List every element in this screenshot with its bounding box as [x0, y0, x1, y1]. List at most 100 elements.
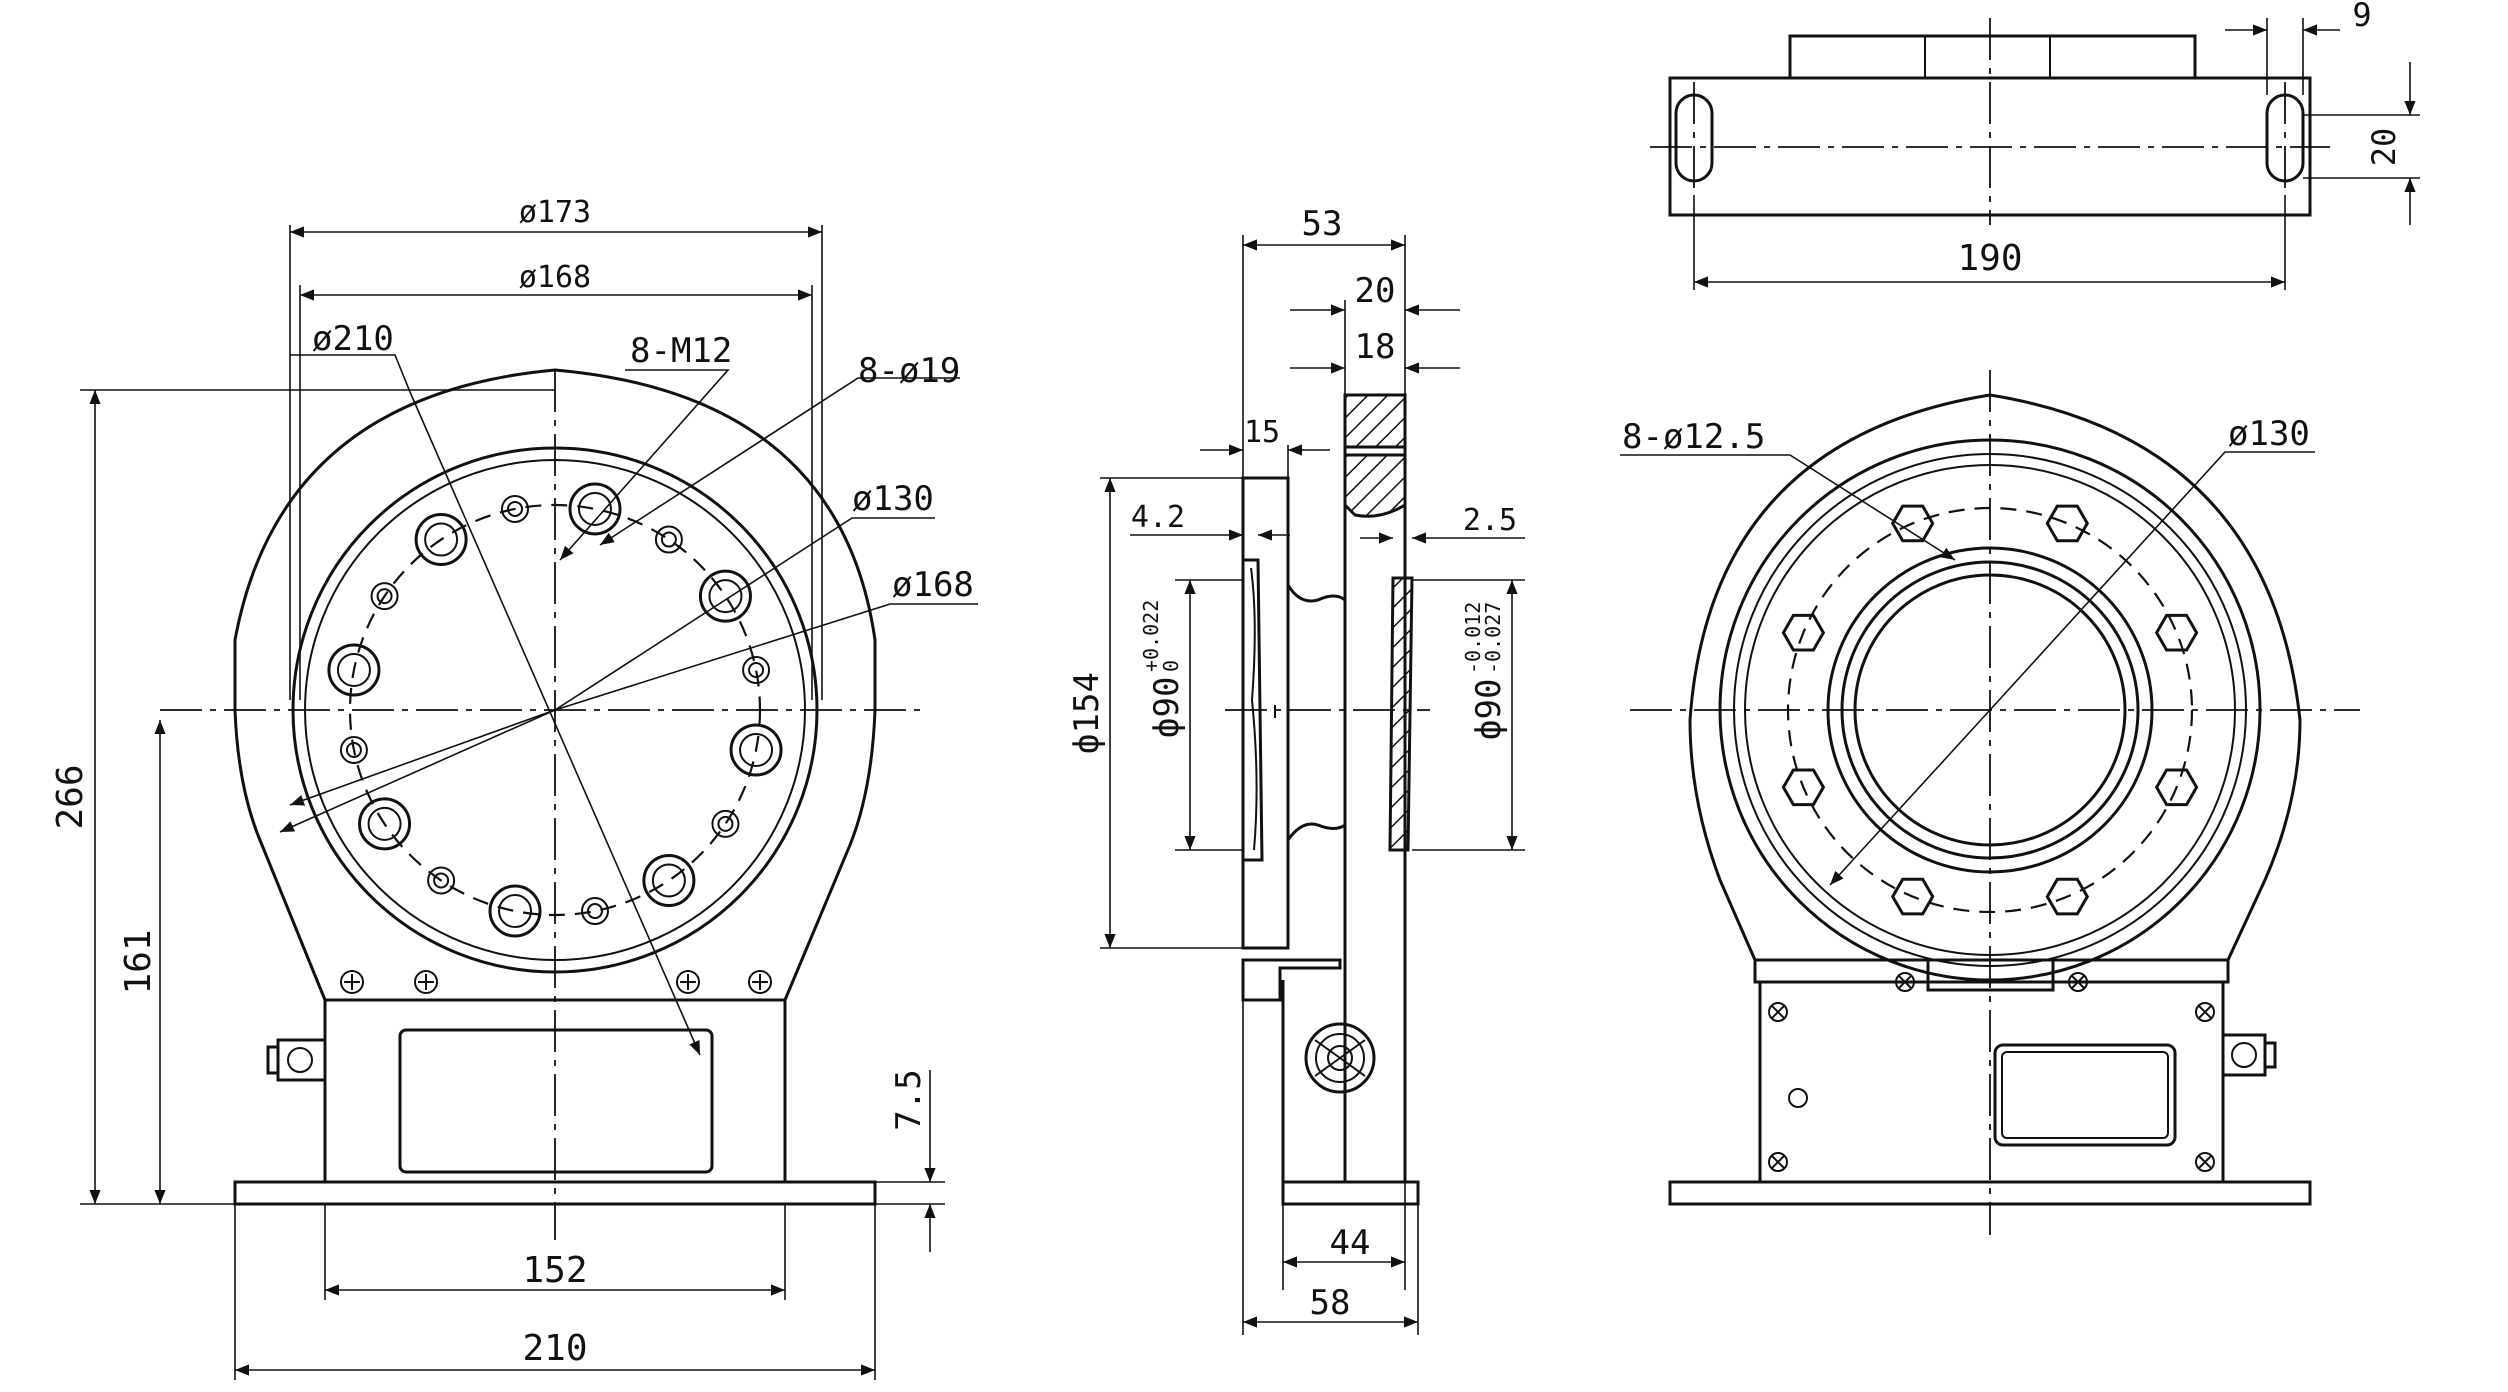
top-dim-190: 190 — [1957, 238, 2022, 279]
section-tol-left-lower: 0 — [1159, 660, 1183, 672]
rear-view: 8-ø12.5 ø130 — [1620, 370, 2360, 1235]
front-dim-210: 210 — [522, 1328, 587, 1369]
section-bolt-nut — [1304, 1022, 1376, 1094]
bolt-hole-large — [488, 884, 542, 938]
section-hatch-top-1 — [1343, 393, 1407, 449]
bolt-hole-large-inner — [577, 491, 612, 526]
front-base-screws — [340, 970, 772, 994]
rear-base-screws — [1768, 972, 2215, 1172]
front-dim-8m12: 8-M12 — [630, 331, 732, 371]
rear-base-window — [1993, 1043, 2177, 1147]
section-dim-18: 18 — [1355, 327, 1396, 367]
top-dim-9: 9 — [2352, 0, 2371, 34]
section-left-plate — [1241, 476, 1290, 950]
svg-text:ф90: ф90 — [1469, 679, 1509, 740]
bolt-hole-large — [327, 643, 381, 697]
section-dim-2-5: 2.5 — [1463, 503, 1517, 538]
bolt-hole-large-inner — [367, 806, 402, 841]
thread-hole-m12 — [370, 582, 399, 611]
section-dim-15: 15 — [1244, 415, 1280, 450]
bolt-hole-large — [729, 723, 783, 777]
section-foot — [1281, 1180, 1420, 1206]
top-connector — [1788, 34, 2197, 80]
top-view: 9 20 190 — [1650, 0, 2420, 290]
rear-bolt-hole — [1890, 877, 1935, 916]
top-connector-middle — [1924, 35, 2051, 79]
thread-hole-m12-inner — [345, 741, 362, 758]
front-dim-152: 152 — [522, 1250, 587, 1291]
thread-hole-m12-inner — [717, 815, 734, 832]
thread-hole-m12 — [580, 897, 609, 926]
thread-hole-m12-inner — [748, 662, 765, 679]
thread-hole-m12-inner — [507, 500, 524, 517]
thread-hole-m12 — [427, 866, 456, 895]
thread-hole-m12 — [501, 494, 530, 523]
bolt-hole-large — [698, 569, 752, 623]
rear-bolt-hole — [1781, 613, 1826, 652]
bolt-hole-large-inner — [498, 894, 533, 929]
section-dim-d90-right: ф90 -0.012 -0.027 — [1461, 602, 1509, 740]
rear-dim-d130: ø130 — [2228, 414, 2310, 454]
rear-bolt-hole — [2045, 504, 2090, 543]
bolt-hole-large — [642, 853, 696, 907]
section-dim-53: 53 — [1302, 204, 1343, 244]
front-dim-8d19: 8-ø19 — [858, 351, 960, 391]
front-dim-d210: ø210 — [312, 319, 394, 359]
section-dim-44: 44 — [1330, 1223, 1371, 1263]
front-base-window — [398, 1028, 714, 1174]
section-right-seal — [1388, 576, 1414, 852]
rear-bolt-hole — [2154, 613, 2199, 652]
front-dim-d173: ø173 — [519, 195, 591, 230]
section-tol-left-upper: +0.022 — [1139, 600, 1163, 672]
front-view: ø173 ø168 ø210 8-M12 8-ø19 ø130 ø168 266… — [50, 195, 978, 1380]
bolt-hole-large — [568, 482, 622, 536]
rear-bolt-hole — [2045, 877, 2090, 916]
rear-bolt-hole — [1781, 768, 1826, 807]
bolt-hole-large-inner — [336, 653, 371, 688]
thread-hole-m12 — [742, 656, 771, 685]
rear-housing-outline — [1688, 393, 2302, 962]
section-dim-d154: ф154 — [1067, 672, 1107, 754]
thread-hole-m12 — [339, 735, 368, 764]
thread-hole-m12-inner — [586, 903, 603, 920]
rear-connector-nut — [2221, 1033, 2277, 1077]
svg-text:ф90: ф90 — [1147, 677, 1187, 738]
rear-dim-8d12-5: 8-ø12.5 — [1622, 417, 1765, 457]
rear-base-block — [1758, 980, 2225, 1184]
thread-hole-m12-inner — [433, 872, 450, 889]
bolt-hole-large-inner — [739, 732, 774, 767]
bolt-hole-large-inner — [708, 579, 743, 614]
front-dim-d130: ø130 — [852, 479, 934, 519]
section-dim-20: 20 — [1355, 271, 1396, 311]
section-dim-d90-left: ф90 +0.022 0 — [1139, 600, 1187, 738]
section-base — [1241, 958, 1342, 1002]
front-bolt-holes — [327, 482, 783, 938]
thread-hole-m12 — [654, 525, 683, 554]
section-view: 53 20 18 15 4.2 2.5 ф154 ф90 +0.022 0 ф9… — [1067, 204, 1525, 1335]
front-dim-d168-top: ø168 — [519, 260, 591, 295]
bolt-hole-large — [358, 797, 412, 851]
rear-bolt-holes — [1781, 504, 2199, 916]
front-connector-nut — [266, 1038, 327, 1082]
front-dim-d168-side: ø168 — [892, 565, 974, 605]
section-tol-right-lower: -0.027 — [1481, 602, 1505, 674]
section-web — [1286, 584, 1346, 841]
thread-hole-m12 — [711, 809, 740, 838]
rear-bolt-hole — [2154, 768, 2199, 807]
section-dim-4-2: 4.2 — [1131, 500, 1185, 535]
rear-base-window-inner — [2001, 1051, 2169, 1139]
front-dim-161: 161 — [118, 929, 159, 994]
front-dim-7-5: 7.5 — [889, 1069, 929, 1130]
thread-hole-m12-inner — [376, 588, 393, 605]
section-dim-58: 58 — [1310, 1283, 1351, 1323]
bolt-hole-large-inner — [651, 863, 686, 898]
thread-hole-m12-inner — [660, 531, 677, 548]
rear-bolt-hole — [1890, 504, 1935, 543]
bolt-hole-large-inner — [424, 522, 459, 557]
top-dim-20: 20 — [2365, 128, 2403, 167]
front-dim-266: 266 — [50, 764, 91, 829]
section-hatch-top-2 — [1343, 453, 1407, 518]
bolt-hole-large — [414, 513, 468, 567]
section-tol-right-upper: -0.012 — [1461, 602, 1485, 674]
